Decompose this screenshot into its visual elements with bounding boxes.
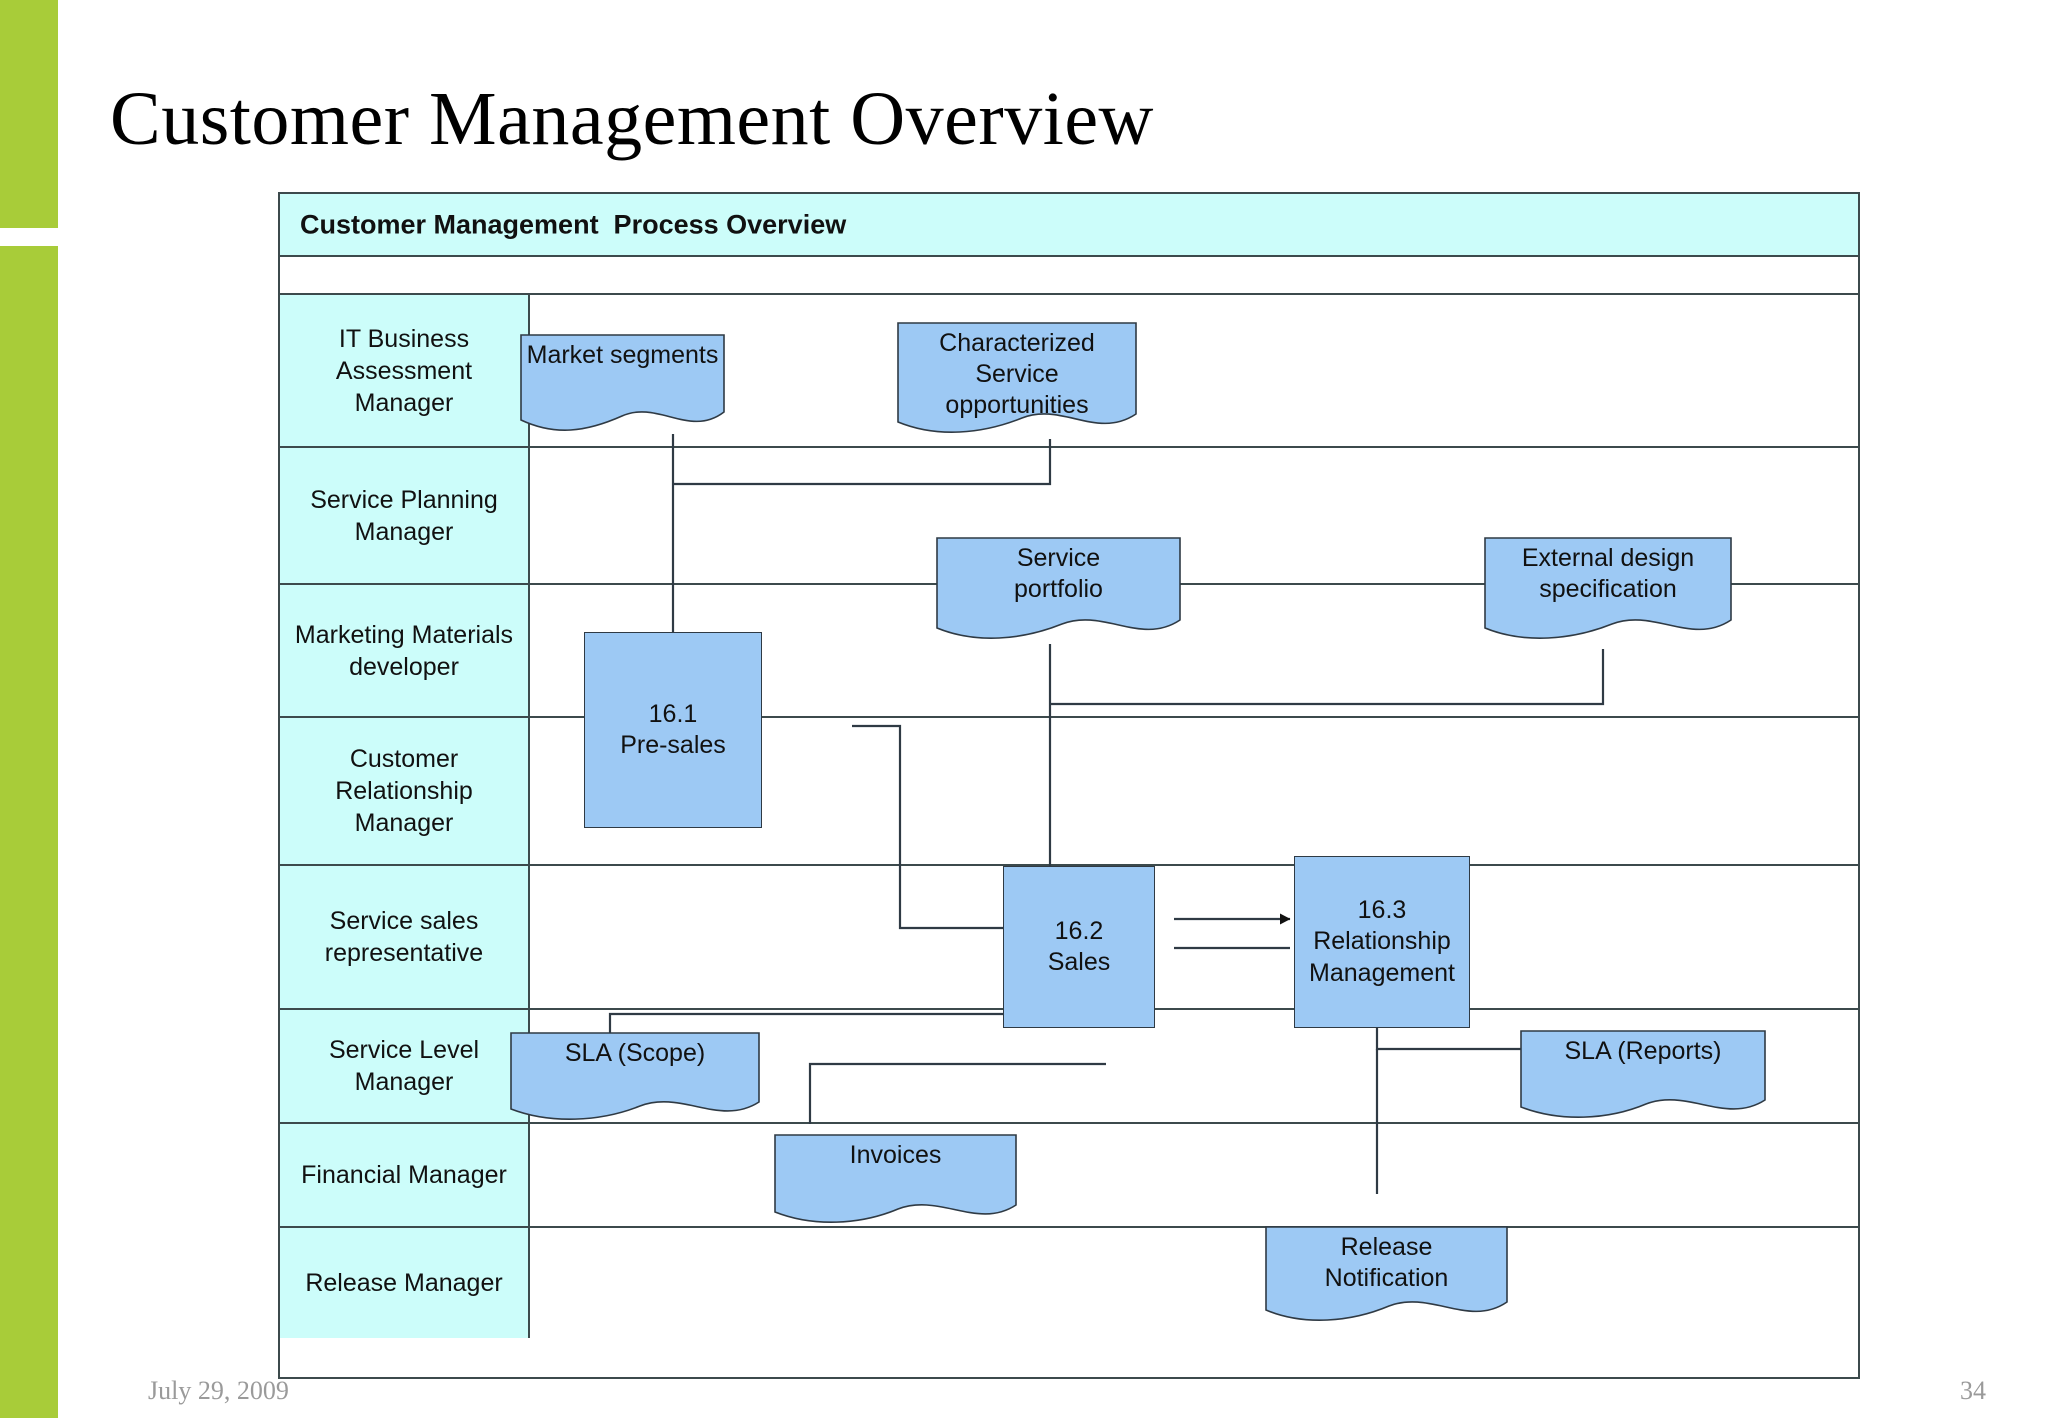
process-16-3-relationship-management[interactable]: 16.3 Relationship Management (1294, 856, 1470, 1028)
doc-characterized-service-opportunities[interactable]: Characterized Service opportunities (897, 322, 1137, 439)
doc-external-design-specification[interactable]: External design specification (1484, 537, 1732, 644)
swimlane-label-marketing-materials-developer: Marketing Materials developer (280, 585, 530, 716)
swimlane-label-service-sales-representative: Service sales representative (280, 866, 530, 1008)
doc-release-notification[interactable]: Release Notification (1265, 1226, 1508, 1326)
process-overview-diagram: Customer Management Process Overview IT … (278, 192, 1860, 1379)
swimlane-label-service-planning-manager: Service Planning Manager (280, 448, 530, 583)
swimlane-service-level-manager: Service Level Manager (280, 1010, 1858, 1124)
page-title: Customer Management Overview (110, 77, 1154, 161)
doc-sla-scope[interactable]: SLA (Scope) (510, 1032, 760, 1124)
footer-date: July 29, 2009 (148, 1376, 289, 1405)
doc-service-portfolio[interactable]: Service portfolio (936, 537, 1181, 644)
diagram-header-band: Customer Management Process Overview (280, 194, 1858, 257)
swimlane-label-financial-manager: Financial Manager (280, 1124, 530, 1226)
accent-bar-bottom (0, 246, 58, 1418)
accent-bar-top (0, 0, 58, 228)
footer-page-number: 34 (1960, 1376, 1986, 1405)
process-16-2-sales[interactable]: 16.2 Sales (1003, 866, 1155, 1028)
swimlane-label-customer-relationship-manager: Customer Relationship Manager (280, 718, 530, 864)
process-16-1-pre-sales[interactable]: 16.1 Pre-sales (584, 632, 762, 828)
swimlane-body-financial-manager (530, 1124, 1858, 1226)
doc-market-segments[interactable]: Market segments (520, 334, 725, 434)
swimlane-body-service-sales-representative (530, 866, 1858, 1008)
doc-invoices[interactable]: Invoices (774, 1134, 1017, 1227)
swimlane-financial-manager: Financial Manager (280, 1124, 1858, 1228)
swimlane-label-service-level-manager: Service Level Manager (280, 1010, 530, 1122)
swimlane-body-release-manager (530, 1228, 1858, 1338)
swimlane-customer-relationship-manager: Customer Relationship Manager (280, 718, 1858, 866)
diagram-header-title: Customer Management Process Overview (300, 209, 847, 239)
swimlane-body-it-business-assessment-manager (530, 295, 1858, 446)
diagram-spacer-row (280, 257, 1858, 295)
swimlane-marketing-materials-developer: Marketing Materials developer (280, 585, 1858, 718)
swimlane-release-manager: Release Manager (280, 1228, 1858, 1338)
swimlane-label-release-manager: Release Manager (280, 1228, 530, 1338)
swimlane-label-it-business-assessment-manager: IT Business Assessment Manager (280, 295, 530, 446)
doc-sla-reports[interactable]: SLA (Reports) (1520, 1030, 1766, 1122)
swimlane-it-business-assessment-manager: IT Business Assessment Manager (280, 295, 1858, 448)
swimlane-list: IT Business Assessment Manager Service P… (280, 295, 1858, 1377)
